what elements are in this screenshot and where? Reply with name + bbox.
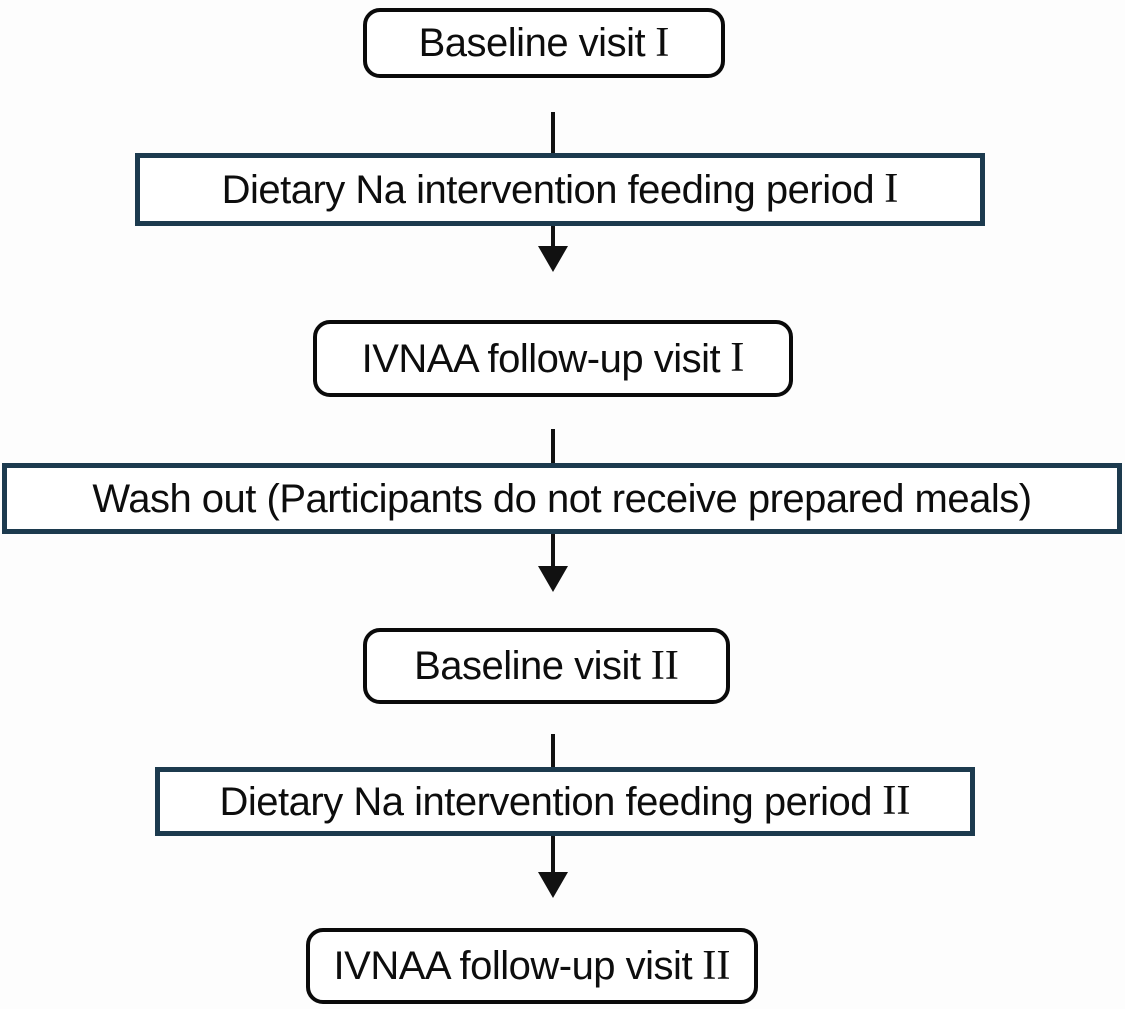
node-label: Baseline visit	[414, 644, 641, 688]
node-roman-numeral: II	[702, 941, 731, 989]
node-label: Dietary Na intervention feeding period	[221, 167, 875, 212]
connector-arrow-2-shaft	[551, 534, 555, 568]
node-roman-numeral: I	[730, 334, 745, 382]
node-roman-numeral: I	[655, 18, 670, 66]
node-roman-numeral: I	[884, 165, 899, 213]
connector-line-3	[551, 734, 555, 768]
connector-line-1	[551, 112, 555, 154]
connector-line-2	[551, 429, 555, 464]
node-label: Baseline visit	[418, 21, 646, 65]
node-wash-out: Wash out (Participants do not receive pr…	[2, 463, 1122, 534]
connector-arrow-3-shaft	[551, 836, 555, 874]
connector-arrow-2-head	[538, 566, 568, 592]
node-label: IVNAA follow-up visit	[361, 336, 721, 381]
node-label: IVNAA follow-up visit	[333, 944, 693, 988]
connector-arrow-3-head	[538, 872, 568, 898]
node-roman-numeral: II	[650, 641, 679, 689]
connector-arrow-1-head	[538, 246, 568, 272]
node-roman-numeral: II	[882, 777, 911, 825]
connector-arrow-1-shaft	[551, 226, 555, 250]
node-label: Wash out (Participants do not receive pr…	[92, 476, 1032, 521]
node-label: Dietary Na intervention feeding period	[219, 779, 873, 824]
